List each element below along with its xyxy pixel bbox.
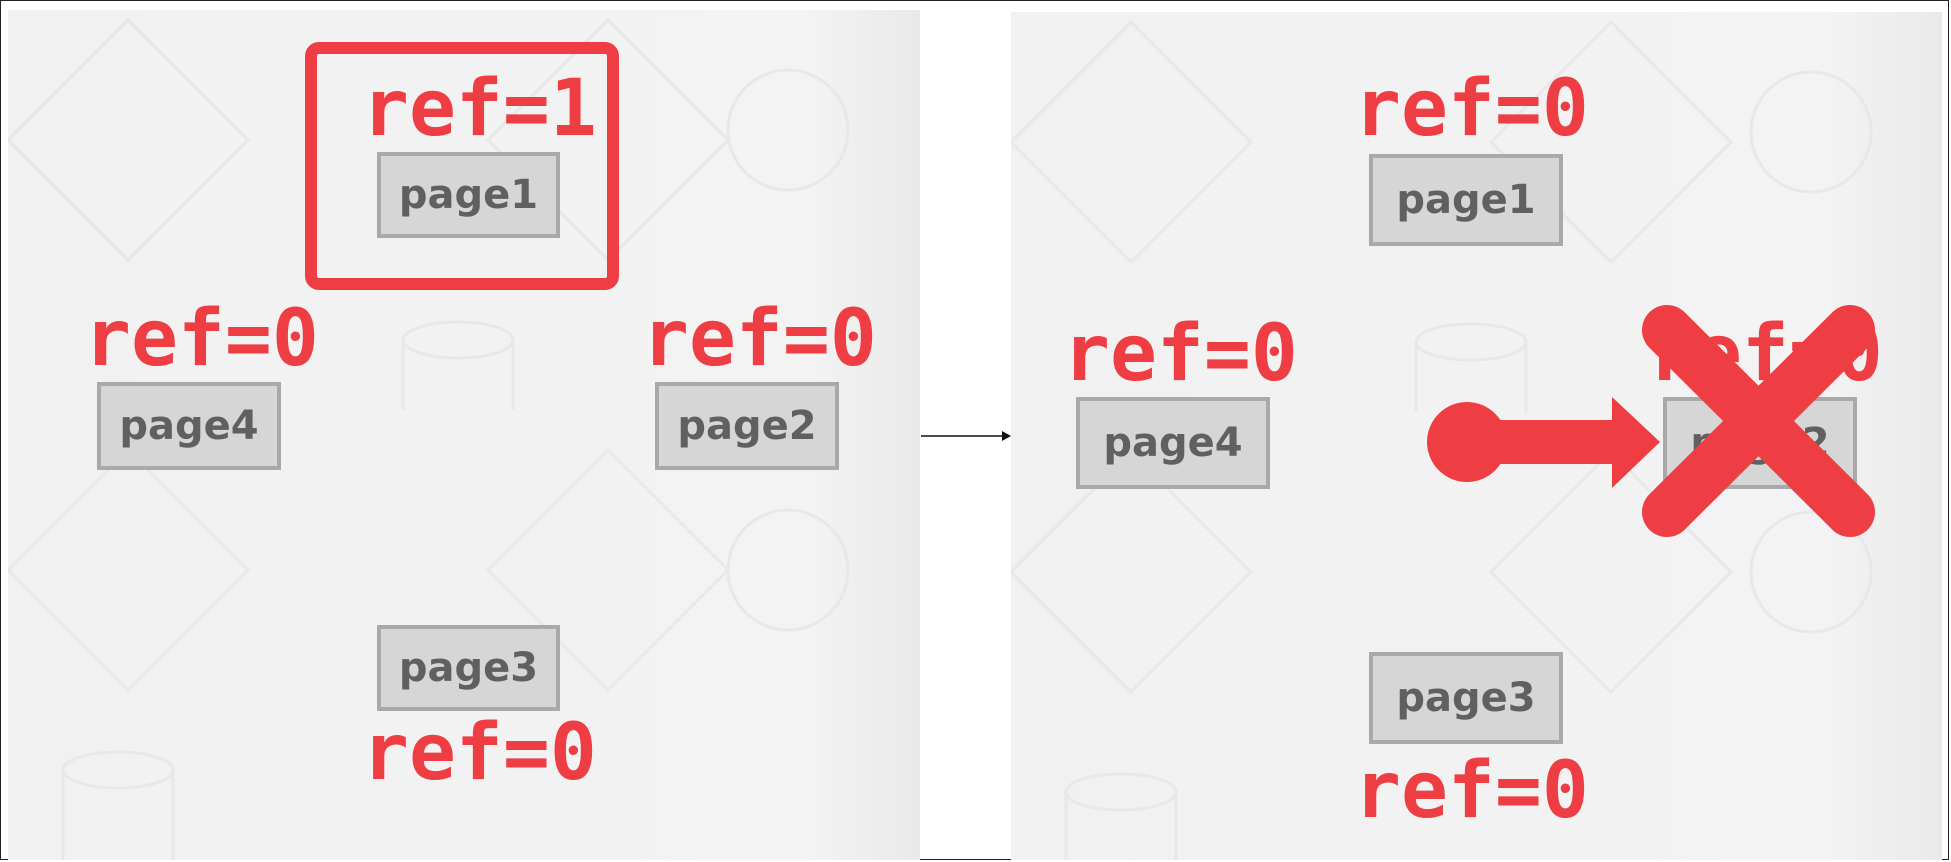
page3-ref-counter: ref=0 — [362, 708, 597, 798]
page1-box: page1 — [377, 152, 560, 238]
page4-ref-counter: ref=0 — [1063, 309, 1298, 399]
page1-ref-counter: ref=0 — [1354, 64, 1589, 154]
page2-box: page2 — [655, 382, 839, 470]
page2-ref-counter: ref=0 — [642, 294, 877, 384]
background-pattern — [8, 17, 850, 860]
page2-box: page2 — [1663, 397, 1857, 489]
page3-box: page3 — [1369, 652, 1563, 744]
page3-box: page3 — [377, 625, 560, 711]
page2-ref-counter: ref=0 — [1648, 309, 1883, 399]
page1-ref-counter: ref=1 — [362, 64, 597, 154]
page3-ref-counter: ref=0 — [1354, 746, 1589, 836]
selected-page-highlight — [305, 42, 619, 290]
page1-box: page1 — [1369, 154, 1563, 246]
page4-ref-counter: ref=0 — [84, 294, 319, 384]
page4-box: page4 — [1076, 397, 1270, 489]
page4-box: page4 — [97, 382, 281, 470]
